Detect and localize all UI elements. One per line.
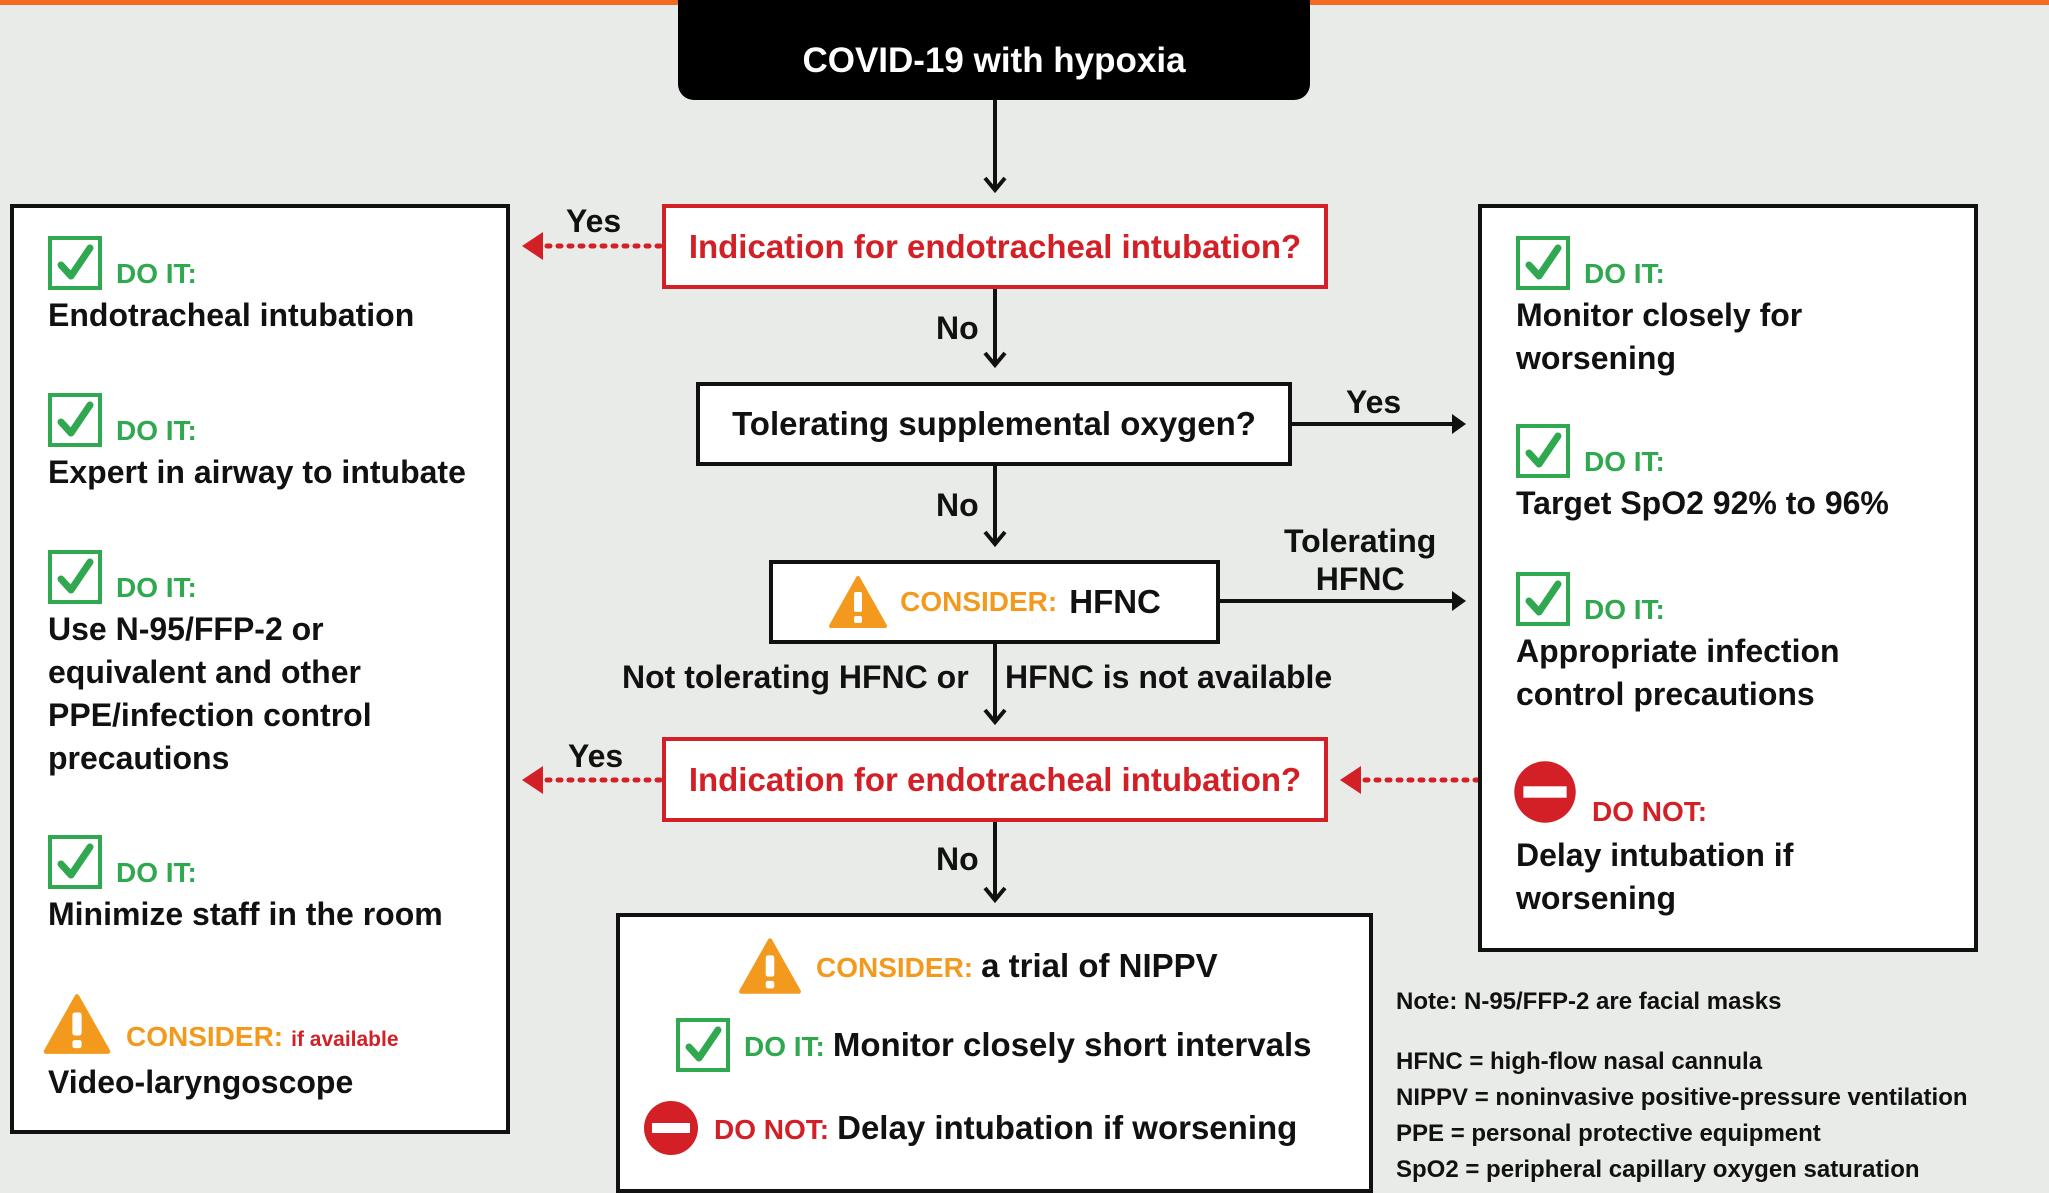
- edge-label-yes-2: Yes: [1346, 384, 1402, 420]
- right-item-1-text: Monitor closely for worsening: [1516, 294, 1802, 380]
- nippv-consider-row: CONSIDER: a trial of NIPPV: [738, 937, 1218, 995]
- left-item-2-line-1: Expert in airway to intubate: [48, 454, 466, 490]
- right-item-1: DO IT: Monitor closely for worsening: [1516, 236, 1802, 380]
- right-item-3-line-2: control precautions: [1516, 676, 1815, 712]
- left-item-1: DO IT: Endotracheal intubation: [48, 236, 414, 337]
- nippv-doit-tag: DO IT:: [744, 1031, 825, 1062]
- right-item-3-line-1: Appropriate infection: [1516, 633, 1840, 669]
- left-item-3-text: Use N-95/FFP-2 or equivalent and other P…: [48, 608, 372, 780]
- footnote-masks: Note: N-95/FFP-2 are facial masks: [1396, 988, 1782, 1015]
- left-item-4-line-1: Minimize staff in the room: [48, 896, 443, 932]
- right-item-3: DO IT: Appropriate infection control pre…: [1516, 572, 1840, 716]
- left-item-3-line-3: PPE/infection control: [48, 697, 372, 733]
- edge-label-not-available: HFNC is not available: [1005, 659, 1333, 695]
- decision-intubation-1: Indication for endotracheal intubation?: [662, 204, 1328, 289]
- edge-label-no-3: No: [936, 841, 979, 877]
- consider-hfnc-node: CONSIDER: HFNC: [769, 560, 1220, 644]
- edge-label-yes-1: Yes: [566, 203, 622, 239]
- right-action-panel: DO IT: Monitor closely for worsening DO …: [1478, 204, 1978, 952]
- left-consider-tag: CONSIDER:: [126, 1021, 284, 1052]
- right-donot-line-1: Delay intubation if: [1516, 837, 1794, 873]
- edge-label-tolerating-line1: Tolerating: [1284, 523, 1437, 559]
- edge-label-yes-3: Yes: [568, 738, 624, 774]
- nippv-consider-text: a trial of NIPPV: [981, 947, 1218, 984]
- right-item-1-line-2: worsening: [1516, 340, 1677, 376]
- decision-intubation-1-label: Indication for endotracheal intubation?: [688, 227, 1302, 265]
- left-consider-text: Video-laryngoscope: [48, 1064, 354, 1100]
- decision-tolerating-oxygen: Tolerating supplemental oxygen?: [696, 382, 1292, 466]
- warning-icon: [829, 576, 888, 628]
- nippv-doit-text: Monitor closely short intervals: [832, 1026, 1312, 1063]
- right-item-1-line-1: Monitor closely for: [1516, 297, 1803, 333]
- check-icon: [1516, 424, 1570, 478]
- left-consider: CONSIDER: if available Video-laryngoscop…: [42, 993, 399, 1104]
- right-donot-line-2: worsening: [1516, 880, 1677, 916]
- edge-label-no-1: No: [936, 310, 979, 346]
- left-item-3-line-2: equivalent and other: [48, 654, 361, 690]
- left-item-3-line-4: precautions: [48, 740, 230, 776]
- left-item-2: DO IT: Expert in airway to intubate: [48, 393, 466, 494]
- left-item-3-tag: DO IT:: [116, 572, 197, 603]
- check-icon: [1516, 236, 1570, 290]
- abbreviation-nippv: NIPPV = noninvasive positive-pressure ve…: [1396, 1084, 1968, 1111]
- warning-icon: [43, 994, 111, 1054]
- nippv-donot-tag: DO NOT:: [714, 1114, 830, 1145]
- right-item-2-line-1: Target SpO2 92% to 96%: [1516, 485, 1889, 521]
- edge-label-tolerating-line2: HFNC: [1315, 561, 1405, 597]
- no-entry-icon: [1514, 761, 1576, 823]
- warning-icon: [739, 938, 801, 994]
- left-item-1-tag: DO IT:: [116, 258, 197, 289]
- right-item-1-tag: DO IT:: [1584, 258, 1665, 289]
- left-item-3: DO IT: Use N-95/FFP-2 or equivalent and …: [48, 550, 372, 780]
- abbreviation-ppe: PPE = personal protective equipment: [1396, 1120, 1821, 1147]
- check-icon: [1516, 572, 1570, 626]
- nippv-donot-row: DO NOT: Delay intubation if worsening: [642, 1099, 1297, 1157]
- left-item-1-text: Endotracheal intubation: [48, 294, 414, 337]
- right-item-2-tag: DO IT:: [1584, 446, 1665, 477]
- nippv-box: CONSIDER: a trial of NIPPV DO IT: Monito…: [616, 913, 1373, 1193]
- left-item-1-line-1: Endotracheal intubation: [48, 297, 415, 333]
- no-entry-icon: [644, 1101, 698, 1155]
- nippv-doit-row: DO IT: Monitor closely short intervals: [676, 1018, 1312, 1072]
- left-item-2-tag: DO IT:: [116, 415, 197, 446]
- right-item-3-tag: DO IT:: [1584, 594, 1665, 625]
- right-item-3-text: Appropriate infection control precaution…: [1516, 630, 1840, 716]
- abbreviation-spo2: SpO2 = peripheral capillary oxygen satur…: [1396, 1156, 1920, 1183]
- check-icon: [48, 236, 102, 290]
- left-item-4: DO IT: Minimize staff in the room: [48, 835, 443, 936]
- start-label: COVID-19 with hypoxia: [802, 41, 1186, 80]
- right-item-2: DO IT: Target SpO2 92% to 96%: [1516, 424, 1889, 525]
- consider-hfnc-text: HFNC: [1069, 583, 1161, 620]
- abbreviation-hfnc: HFNC = high-flow nasal cannula: [1396, 1048, 1763, 1075]
- decision-intubation-2: Indication for endotracheal intubation?: [662, 737, 1328, 822]
- check-icon: [48, 393, 102, 447]
- check-icon: [48, 835, 102, 889]
- right-donot-text: Delay intubation if worsening: [1516, 834, 1793, 920]
- check-icon: [48, 550, 102, 604]
- left-consider-qualifier: if available: [291, 1028, 399, 1051]
- right-donot-tag: DO NOT:: [1592, 796, 1708, 827]
- nippv-consider-tag: CONSIDER:: [816, 952, 974, 983]
- right-item-2-text: Target SpO2 92% to 96%: [1516, 482, 1889, 525]
- left-item-4-text: Minimize staff in the room: [48, 893, 443, 936]
- edge-label-no-2: No: [936, 487, 979, 523]
- edge-label-tolerating-hfnc: Tolerating HFNC: [1284, 522, 1436, 598]
- decision-intubation-2-label: Indication for endotracheal intubation?: [688, 760, 1302, 798]
- left-item-3-line-1: Use N-95/FFP-2 or: [48, 611, 324, 647]
- consider-hfnc-tag: CONSIDER:: [900, 586, 1058, 617]
- check-icon: [676, 1018, 730, 1072]
- start-node: COVID-19 with hypoxia: [678, 0, 1310, 100]
- right-donot: DO NOT: Delay intubation if worsening: [1512, 756, 1793, 920]
- left-item-4-tag: DO IT:: [116, 857, 197, 888]
- decision-tolerating-oxygen-label: Tolerating supplemental oxygen?: [732, 405, 1256, 442]
- left-item-2-text: Expert in airway to intubate: [48, 451, 466, 494]
- edge-label-not-tolerating: Not tolerating HFNC or: [622, 659, 969, 695]
- left-action-panel: DO IT: Endotracheal intubation DO IT: Ex…: [10, 204, 510, 1134]
- abbreviation-list: HFNC = high-flow nasal cannula NIPPV = n…: [1396, 1044, 1968, 1188]
- nippv-donot-text: Delay intubation if worsening: [837, 1109, 1298, 1146]
